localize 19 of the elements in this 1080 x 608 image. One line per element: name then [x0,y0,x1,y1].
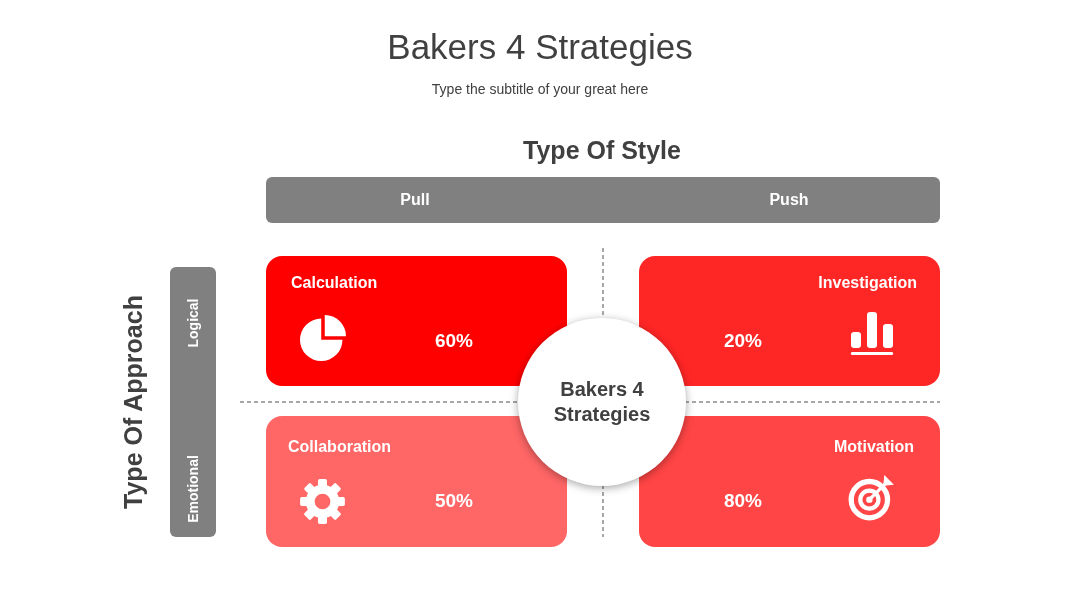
row-label: Emotional [184,455,202,523]
percentage-value: 50% [435,490,473,512]
column-label: Pull [400,190,430,210]
percentage-value: 60% [435,330,473,352]
side-bar [170,267,216,537]
subtitle: Type the subtitle of your great here [431,80,649,98]
header-bar [266,177,940,223]
percentage-value: 20% [724,330,762,352]
slide-title: Bakers 4 Strategies [387,26,693,68]
circle-title: Bakers 4 Strategies [552,377,652,427]
card-title: Calculation [291,273,378,293]
row-label: Logical [184,298,202,348]
axis-title: Type Of Approach [118,295,148,509]
axis-title: Type Of Style [523,135,681,165]
column-label: Push [769,190,809,210]
percentage-value: 80% [724,490,762,512]
card-title: Motivation [834,437,914,457]
card-title: Investigation [818,273,917,293]
card-title: Collaboration [288,437,392,457]
